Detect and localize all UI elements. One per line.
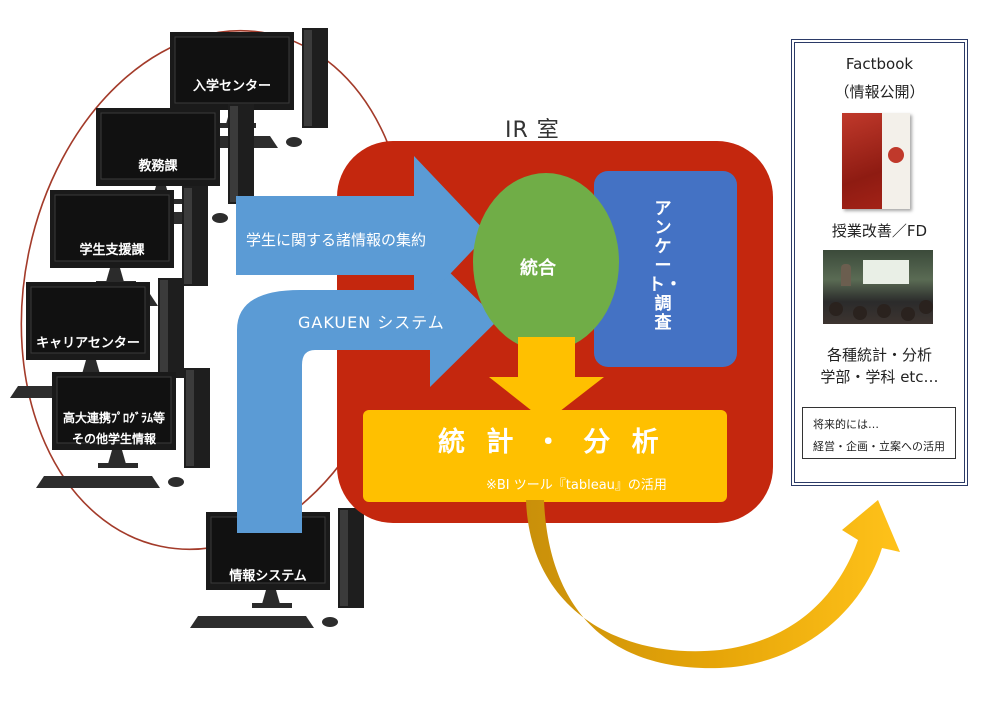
fd-title: 授業改善／FD (831, 222, 928, 240)
survey-label: アンケート・調査 (648, 199, 682, 333)
label-admissions: 入学センター (192, 79, 271, 94)
label-student-support: 学生支援課 (79, 243, 145, 258)
output-panel: Factbook （情報公開） 授業改善／FD 各種統計・分析 学部・学科 et… (791, 39, 968, 486)
output-arrow (526, 500, 900, 669)
stats-box (363, 410, 727, 502)
label-hs-program-2: その他学生情報 (71, 432, 156, 446)
stats-label: 統 計 ・ 分 析 (438, 427, 665, 458)
stats-output-line2: 学部・学科 etc… (820, 368, 939, 386)
down-arrow (489, 337, 604, 422)
factbook-subtitle: （情報公開） (834, 83, 925, 101)
collection-arrow (236, 156, 488, 312)
factbook-cover-image (842, 113, 910, 209)
pc-hs-program (35, 367, 211, 489)
label-hs-program-1: 高大連携ﾌﾟﾛｸﾞﾗﾑ等 (62, 411, 165, 425)
survey-box (594, 171, 737, 367)
classroom-photo (823, 250, 933, 324)
university-logo-icon (888, 147, 904, 163)
label-career-center: キャリアセンター (36, 336, 140, 351)
bi-tool-label: ※BI ツール『tableau』の活用 (486, 478, 667, 493)
collection-arrow-label: 学生に関する諸情報の集約 (246, 231, 427, 249)
label-academic-affairs: 教務課 (138, 159, 178, 174)
stats-output-line1: 各種統計・分析 (826, 346, 932, 364)
gakuen-arrow (237, 253, 498, 533)
gakuen-arrow-label: GAKUEN システム (298, 313, 445, 332)
future-line2: 経営・企画・立案への活用 (813, 440, 945, 453)
label-info-system: 情報システム (229, 569, 307, 584)
future-use-box: 将来的には… 経営・企画・立案への活用 (802, 407, 956, 459)
factbook-title: Factbook (845, 55, 914, 73)
integration-label: 統合 (520, 258, 556, 279)
future-line1: 将来的には… (813, 418, 879, 431)
integration-circle (473, 173, 619, 351)
ir-office-title: IR 室 (505, 118, 560, 143)
